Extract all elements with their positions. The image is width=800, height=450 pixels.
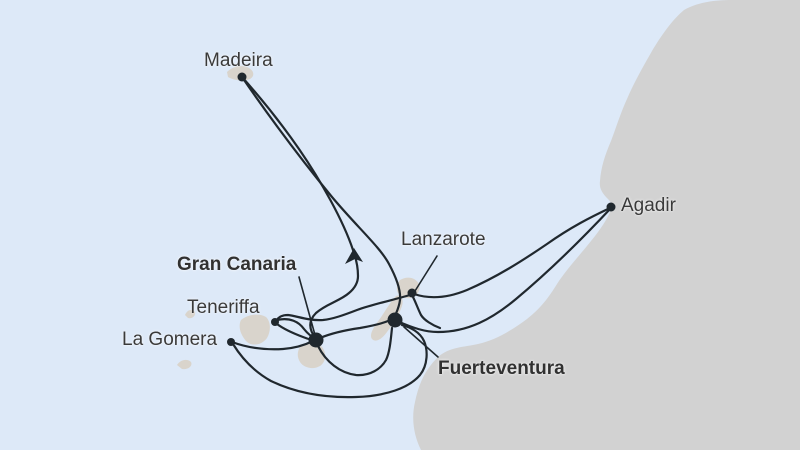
port-dot-la-gomera [227, 338, 235, 346]
port-dot-madeira [237, 72, 247, 82]
port-dot-agadir [606, 202, 616, 212]
island-fuerteventura [370, 295, 403, 341]
island-la-palma [185, 309, 196, 319]
route-gran-canaria-madeira [240, 75, 360, 341]
route-gran-canaria-fuerteventura-south-loop [316, 326, 394, 377]
leader-gran-canaria [298, 276, 316, 336]
port-dot-fuerteventura [387, 312, 403, 328]
leader-lines [298, 255, 439, 358]
port-dot-gran-canaria [308, 332, 324, 348]
route-lines [230, 75, 613, 399]
port-label-la-gomera: La Gomera [122, 329, 218, 350]
route-madeira-fuerteventura [240, 75, 402, 318]
port-dots [227, 72, 616, 348]
route-fuerteventura-agadir [395, 206, 613, 334]
route-lanzarote-agadir [412, 206, 612, 299]
island-tenerife [239, 314, 270, 345]
mainland-africa [413, 0, 800, 450]
route-lanzarote-teneriffa [275, 293, 412, 322]
leader-lanzarote [414, 255, 438, 292]
route-la-gomera-fuerteventura-loop [231, 323, 428, 399]
route-lanzarote-fuerteventura-hook [411, 295, 442, 330]
port-label-fuerteventura: Fuerteventura [438, 358, 565, 379]
port-label-teneriffa: Teneriffa [187, 297, 260, 318]
islands [177, 65, 420, 370]
port-dot-lanzarote [407, 288, 417, 298]
island-la-gomera [177, 359, 192, 370]
port-label-lanzarote: Lanzarote [401, 229, 486, 250]
route-gran-canaria-fuerteventura-direct [318, 319, 390, 340]
route-la-gomera-gran-canaria [230, 339, 315, 351]
port-dot-teneriffa [271, 318, 279, 326]
port-label-gran-canaria: Gran Canaria [177, 254, 297, 275]
port-label-agadir: Agadir [621, 195, 676, 216]
leader-fuerteventura [403, 326, 439, 358]
port-label-madeira: Madeira [204, 50, 273, 71]
route-direction-arrow-icon [345, 248, 363, 264]
